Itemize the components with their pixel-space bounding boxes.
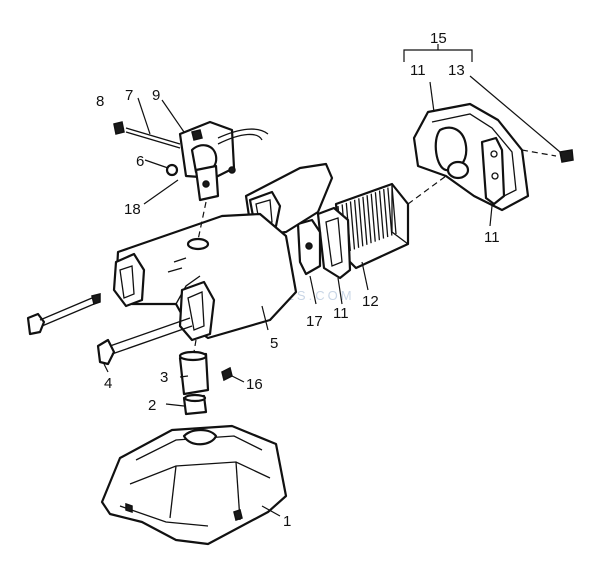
callout-1: 1 <box>283 513 291 530</box>
callout-2: 2 <box>148 397 156 414</box>
callout-17: 17 <box>306 313 323 330</box>
part-main-housing-5 <box>112 212 298 342</box>
part-cylinder-3 <box>178 350 210 396</box>
callout-13: 13 <box>448 62 465 79</box>
part-gasket-11 <box>316 206 352 280</box>
part-base-1 <box>100 424 288 546</box>
part-rod-4 <box>96 317 193 373</box>
screw-16 <box>221 366 233 382</box>
centerline-head <box>197 201 207 241</box>
pin-7-8 <box>113 121 181 149</box>
part-17 <box>296 218 322 276</box>
filter-pleat <box>391 185 397 235</box>
callout-7: 7 <box>125 87 133 104</box>
callout-18: 18 <box>124 201 141 218</box>
callout-15: 15 <box>430 30 447 47</box>
filter-pleat <box>374 192 381 241</box>
leader-lines <box>137 81 493 517</box>
centerline-lower <box>193 339 197 353</box>
filter-pleat <box>349 201 356 250</box>
filter-pleat <box>370 193 376 242</box>
filter-pleat <box>358 198 364 247</box>
part-cap-2 <box>182 393 208 416</box>
filter-pleat <box>383 189 389 238</box>
callout-6: 6 <box>136 153 144 170</box>
part-rear-cap <box>412 102 530 212</box>
filter-pleat <box>366 195 372 244</box>
callout-3: 3 <box>160 369 168 386</box>
callout-labels: 15 11 13 8 7 9 6 18 11 12 11 17 5 4 3 16… <box>96 30 500 530</box>
filter-pleat <box>387 187 393 236</box>
filter-pleat <box>378 190 385 239</box>
callout-11-top: 11 <box>410 62 426 79</box>
callout-4: 4 <box>104 375 112 392</box>
screw-13 <box>469 75 574 163</box>
filter-pleat <box>362 196 368 245</box>
callout-5: 5 <box>270 335 278 352</box>
callout-9: 9 <box>152 87 160 104</box>
centerline-right <box>407 175 447 205</box>
part-connector-head <box>165 120 269 202</box>
callout-16: 16 <box>246 376 263 393</box>
bracket-15 <box>403 44 473 62</box>
callout-11-mid: 11 <box>333 305 349 322</box>
callout-12: 12 <box>362 293 379 310</box>
callout-11-right: 11 <box>484 229 500 246</box>
filter-pleat <box>353 199 360 248</box>
callout-8: 8 <box>96 93 104 110</box>
part-long-rod <box>26 293 101 336</box>
